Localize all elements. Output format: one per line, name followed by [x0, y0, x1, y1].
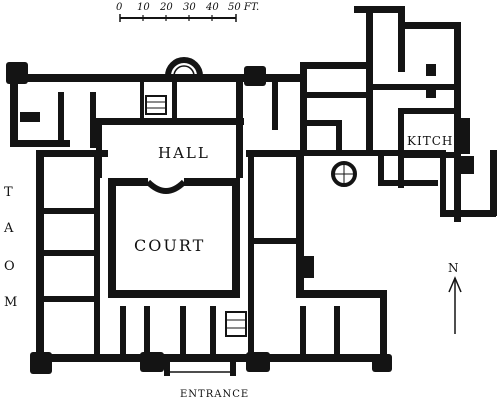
north-letter: N: [448, 261, 460, 275]
corner-towers: [6, 62, 392, 374]
north-arrow: N: [448, 261, 462, 334]
scale-tick-40: 40: [205, 2, 219, 13]
scale-tick-0: 0: [116, 2, 123, 13]
scale-tick-10: 10: [137, 2, 150, 13]
entrance-label: ENTRANCE: [180, 389, 249, 400]
outer-walls: [10, 74, 387, 362]
court-label: COURT: [134, 236, 205, 255]
scale-tick-20: 20: [159, 2, 173, 13]
court-walls: [108, 178, 240, 298]
hall-range: [96, 57, 244, 178]
moat-letter-a: A: [3, 221, 14, 236]
moat-letter-m: M: [4, 295, 17, 310]
moat-label: M O A T: [3, 185, 17, 310]
interior-partitions: [20, 82, 340, 376]
moat-letter-o: O: [4, 259, 15, 274]
scale-tick-30: 30: [183, 2, 196, 13]
arrow-head-icon: [448, 276, 462, 293]
hall-label: HALL: [158, 144, 210, 162]
moat-letter-t: T: [4, 185, 13, 200]
scale-bar: 0 10 20 30 40 50 FT.: [116, 2, 259, 22]
kitchen-block: [300, 6, 497, 222]
kitchen-label: KITCH: [407, 134, 453, 148]
scale-tick-50: 50 FT.: [228, 2, 259, 13]
